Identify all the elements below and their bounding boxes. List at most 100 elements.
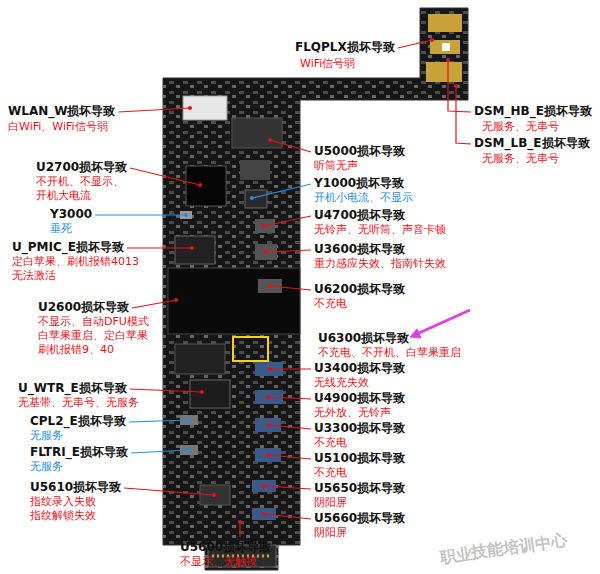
leader-dot — [266, 423, 270, 427]
part-label: U3300损坏导致 — [314, 421, 405, 436]
part-label: U4900损坏导致 — [314, 391, 405, 406]
leader-line — [270, 140, 311, 152]
leader-line — [266, 250, 311, 252]
part-label: U_PMIC_E损坏导致 — [12, 240, 124, 255]
fault-note: 白WiFi、WiFi信号弱 — [8, 120, 108, 134]
leader-line — [456, 86, 471, 144]
fault-note: 阴阳屏 — [314, 496, 347, 510]
leader-dot — [187, 418, 191, 422]
fault-note: 无外放、无铃声 — [314, 406, 391, 420]
fault-note: 不充电 — [314, 297, 347, 311]
fault-note: 垂死 — [50, 222, 72, 236]
part-label: DSM_HB_E损坏导致 — [474, 104, 592, 119]
leader-line — [270, 286, 311, 290]
fault-note: 不充电 — [314, 466, 347, 480]
part-label: U5600损坏导致 — [180, 540, 271, 555]
part-label: FLTRI_E损坏导致 — [30, 445, 128, 460]
leader-dot — [198, 183, 202, 187]
fault-note: 无线充失效 — [314, 376, 369, 390]
leader-line — [264, 216, 311, 226]
part-label: U6300损坏导致 — [318, 331, 409, 346]
fault-note: 无服务、无串号 — [482, 120, 559, 134]
leader-line — [270, 368, 311, 369]
leader-line — [264, 514, 311, 519]
part-label: Y3000 — [50, 207, 92, 222]
part-label: Y1000损坏导致 — [314, 176, 404, 191]
leader-line — [131, 450, 189, 453]
leader-dot — [262, 484, 266, 488]
fault-note: 无服务 — [30, 460, 63, 474]
part-label: CPL2_E损坏导致 — [30, 414, 126, 429]
leader-dot — [266, 453, 270, 457]
part-label: U5610损坏导致 — [30, 480, 121, 495]
leader-line — [398, 40, 432, 48]
leader-dot — [430, 38, 434, 42]
leader-line — [239, 522, 240, 537]
leader-dot — [266, 395, 270, 399]
leader-dot — [212, 493, 216, 497]
leader-line — [130, 389, 202, 392]
leader-line — [132, 300, 176, 308]
fault-note: 阴阳屏 — [314, 526, 347, 540]
leader-dot — [454, 84, 458, 88]
leader-dot — [268, 138, 272, 142]
fault-note: 听筒无声 — [314, 159, 358, 173]
fault-note: 开机小电流、不显示 — [314, 191, 413, 205]
fault-note: 不显示、无触摸 — [180, 555, 257, 569]
leader-line — [124, 488, 214, 495]
leader-dot — [187, 448, 191, 452]
leader-dot — [268, 284, 272, 288]
leader-dot — [446, 58, 450, 62]
leader-line — [252, 184, 311, 198]
leader-dot — [262, 512, 266, 516]
leader-dot — [184, 213, 188, 217]
leader-dot — [200, 390, 204, 394]
fault-note: 不显示、自动DFU模式 白苹果重启、定白苹果 刷机报错9、40 — [38, 315, 154, 357]
watermark: 职业技能培训中心 — [439, 530, 569, 568]
part-label: U5650损坏导致 — [314, 481, 405, 496]
fault-note: 无铃声、无听筒、声音卡顿 — [314, 223, 446, 237]
leader-line — [118, 108, 190, 112]
fault-note: 无服务、无串号 — [482, 152, 559, 166]
leader-line — [268, 455, 311, 459]
part-label: U4700损坏导致 — [314, 208, 405, 223]
part-label: FLQPLX损坏导致 — [295, 40, 395, 55]
part-label: U3600损坏导致 — [314, 242, 405, 257]
leader-dot — [262, 224, 266, 228]
fault-note: 无服务 — [30, 429, 63, 443]
leader-line — [264, 486, 311, 489]
fault-note: 不充电、不开机、白苹果重启 — [318, 346, 461, 360]
leader-dot — [264, 250, 268, 254]
fault-note: 无基带、无串号、无服务 — [18, 396, 139, 410]
fault-note: 指纹录入失败 指纹解锁失效 — [30, 495, 102, 523]
fault-note: 定白苹果、刷机报错4013 无法激活 — [12, 255, 144, 283]
fault-note: 重力感应失效、指南针失效 — [314, 257, 446, 271]
part-label: U6200损坏导致 — [314, 282, 405, 297]
part-label: U5100损坏导致 — [314, 451, 405, 466]
part-label: U_WTR_E损坏导致 — [18, 381, 127, 396]
leader-line — [130, 168, 200, 185]
leader-dot — [268, 367, 272, 371]
leader-dot — [188, 106, 192, 110]
leader-line — [95, 214, 186, 215]
fault-note: 不开机、不显示、 开机大电流 — [36, 175, 131, 203]
leader-line — [129, 420, 189, 422]
fault-note: WiFi信号弱 — [300, 57, 355, 71]
leader-dot — [174, 298, 178, 302]
part-label: U2600损坏导致 — [38, 300, 129, 315]
part-label: U3400损坏导致 — [314, 361, 405, 376]
part-label: U2700损坏导致 — [36, 160, 127, 175]
leader-line — [127, 247, 192, 248]
part-label: DSM_LB_E损坏导致 — [474, 136, 590, 151]
leader-line — [448, 60, 471, 112]
fault-note: 不充电 — [314, 436, 347, 450]
leader-dot — [238, 520, 242, 524]
leader-dot — [190, 246, 194, 250]
part-label: U5660损坏导致 — [314, 511, 405, 526]
leader-line — [268, 397, 311, 399]
part-label: U5000损坏导致 — [314, 144, 405, 159]
part-label: WLAN_W损坏导致 — [8, 104, 115, 119]
leader-dot — [250, 196, 254, 200]
leader-line — [268, 425, 311, 429]
